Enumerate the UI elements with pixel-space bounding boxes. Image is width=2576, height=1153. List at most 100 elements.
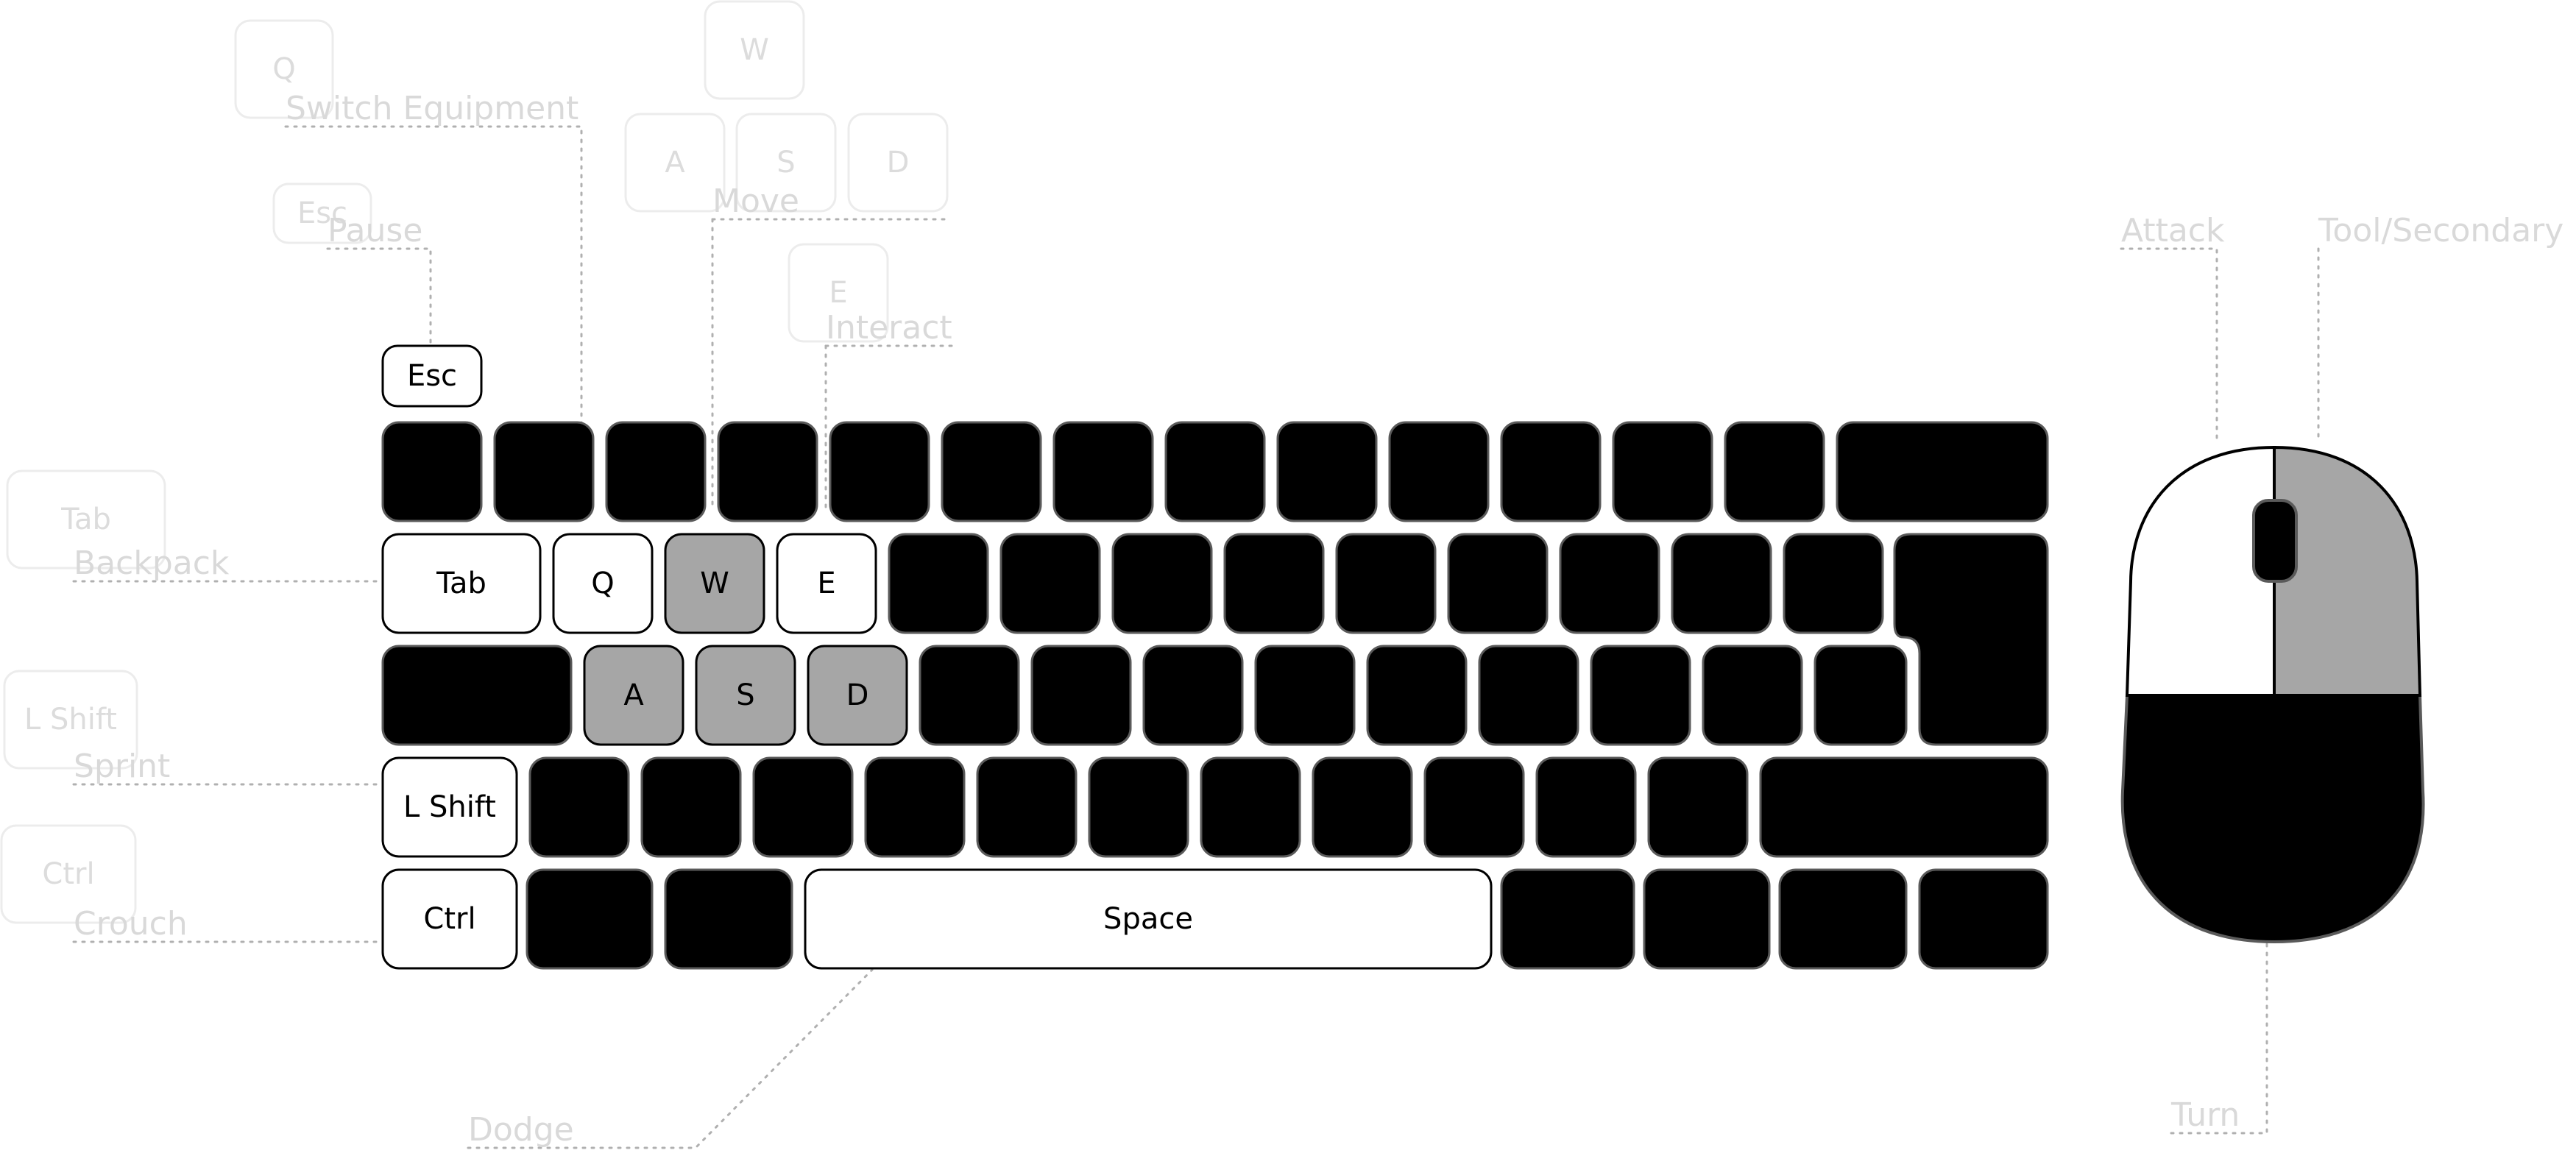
- callout-turn: Turn: [2170, 1096, 2240, 1134]
- key[interactable]: [493, 421, 595, 522]
- ghost-key-w: W: [704, 0, 805, 100]
- key-backspace[interactable]: [1836, 421, 2049, 522]
- ghost-key-d: D: [847, 113, 949, 213]
- key[interactable]: [1643, 868, 1771, 970]
- key-q[interactable]: Q: [552, 533, 654, 634]
- key-w[interactable]: W: [664, 533, 765, 634]
- key-right-shift[interactable]: [1759, 756, 2049, 858]
- svg-text:E: E: [829, 276, 847, 310]
- key[interactable]: [1142, 645, 1244, 746]
- key-row-2: Tab Q W E: [381, 533, 2049, 746]
- key[interactable]: [1447, 533, 1549, 634]
- ghost-key-s: S: [735, 113, 837, 213]
- callout-tool-secondary: Tool/Secondary: [2318, 212, 2563, 249]
- key[interactable]: [1778, 868, 1908, 970]
- svg-text:Space: Space: [1103, 902, 1193, 936]
- key[interactable]: [640, 756, 742, 858]
- keyboard: Esc Tab Q: [381, 344, 2049, 970]
- callout-attack: Attack: [2121, 212, 2225, 249]
- key-d[interactable]: D: [807, 645, 908, 746]
- key[interactable]: [888, 533, 989, 634]
- key-tab[interactable]: Tab: [381, 533, 542, 634]
- svg-text:A: A: [665, 146, 685, 180]
- key[interactable]: [1647, 756, 1749, 858]
- key[interactable]: [1535, 756, 1637, 858]
- key-space[interactable]: Space: [804, 868, 1493, 970]
- key[interactable]: [1164, 421, 1266, 522]
- callout-crouch: Crouch: [74, 905, 188, 943]
- key[interactable]: [381, 421, 483, 522]
- key[interactable]: [1814, 645, 1908, 746]
- key[interactable]: [1559, 533, 1660, 634]
- svg-text:S: S: [776, 146, 795, 180]
- key-s[interactable]: S: [695, 645, 796, 746]
- ghost-key-ctrl: Ctrl: [0, 824, 137, 924]
- key-lshift[interactable]: L Shift: [381, 756, 518, 858]
- key[interactable]: [1312, 756, 1413, 858]
- key[interactable]: [1200, 756, 1301, 858]
- svg-text:D: D: [846, 678, 869, 712]
- key[interactable]: [717, 421, 818, 522]
- key[interactable]: [752, 756, 854, 858]
- key-ctrl[interactable]: Ctrl: [381, 868, 518, 970]
- callout-interact: Interact: [826, 309, 952, 347]
- key[interactable]: [919, 645, 1020, 746]
- ghost-key-q: Q: [234, 19, 334, 119]
- svg-text:L Shift: L Shift: [24, 703, 117, 737]
- key[interactable]: [1500, 868, 1635, 970]
- ghost-key-esc: Esc: [272, 182, 372, 244]
- key[interactable]: [1030, 645, 1132, 746]
- key[interactable]: [829, 421, 930, 522]
- ghost-key-tab: Tab: [6, 469, 166, 570]
- key[interactable]: [1724, 421, 1825, 522]
- svg-text:Esc: Esc: [407, 359, 457, 393]
- key[interactable]: [1335, 533, 1437, 634]
- key-enter[interactable]: [1893, 533, 2049, 746]
- key-esc[interactable]: Esc: [381, 344, 483, 408]
- key[interactable]: [1590, 645, 1691, 746]
- key[interactable]: [664, 868, 793, 970]
- key[interactable]: [864, 756, 966, 858]
- svg-text:Esc: Esc: [297, 196, 347, 230]
- key-row-3: A S D: [381, 645, 1908, 746]
- callout-move: Move: [712, 182, 799, 220]
- key[interactable]: [1388, 421, 1490, 522]
- key-caps-lock[interactable]: [381, 645, 573, 746]
- key[interactable]: [605, 421, 707, 522]
- key[interactable]: [526, 868, 654, 970]
- key[interactable]: [976, 756, 1078, 858]
- key[interactable]: [528, 756, 630, 858]
- key[interactable]: [1052, 421, 1154, 522]
- mouse-right-button[interactable]: [2273, 445, 2422, 697]
- key-row-4: L Shift: [381, 756, 2049, 858]
- key[interactable]: [1702, 645, 1803, 746]
- ghost-key-a: A: [624, 113, 726, 213]
- key[interactable]: [999, 533, 1101, 634]
- callout-pause: Pause: [328, 212, 422, 249]
- key[interactable]: [1918, 868, 2049, 970]
- key[interactable]: [1088, 756, 1189, 858]
- key[interactable]: [1478, 645, 1579, 746]
- key[interactable]: [1612, 421, 1713, 522]
- key[interactable]: [1254, 645, 1356, 746]
- callout-dodge: Dodge: [468, 1111, 574, 1149]
- key[interactable]: [1500, 421, 1602, 522]
- key[interactable]: [1783, 533, 1884, 634]
- ghost-key-e: E: [788, 243, 889, 343]
- key[interactable]: [1671, 533, 1772, 634]
- key[interactable]: [1423, 756, 1525, 858]
- key[interactable]: [941, 421, 1042, 522]
- svg-text:Ctrl: Ctrl: [42, 857, 94, 891]
- mouse-left-button[interactable]: [2125, 445, 2276, 697]
- key[interactable]: [1111, 533, 1213, 634]
- mouse-scroll-wheel[interactable]: [2252, 499, 2298, 583]
- svg-text:Q: Q: [272, 52, 295, 86]
- key[interactable]: [1223, 533, 1325, 634]
- svg-text:A: A: [623, 678, 644, 712]
- mouse-body[interactable]: [2120, 694, 2425, 944]
- key-e[interactable]: E: [776, 533, 877, 634]
- key[interactable]: [1366, 645, 1468, 746]
- key-a[interactable]: A: [583, 645, 684, 746]
- key[interactable]: [1276, 421, 1378, 522]
